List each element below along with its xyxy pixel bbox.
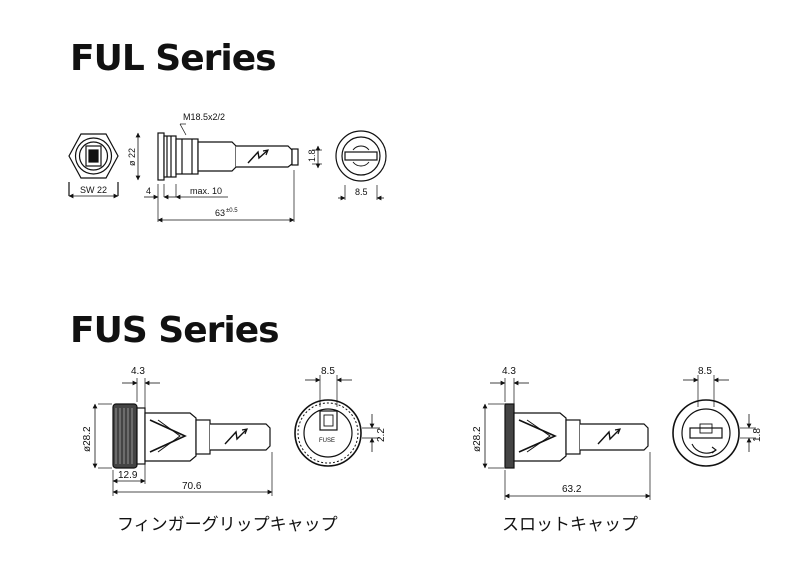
fus-finger-cap-width-dim: 8.5 [321, 366, 335, 377]
ful-thread-dim: M18.5x2/2 [183, 112, 225, 122]
ful-flat-dim: 1.8 [307, 149, 317, 162]
fus-slot-side-view [482, 378, 651, 500]
fus-series-title: FUS Series [70, 310, 280, 351]
ful-total-dim: 63 [215, 208, 225, 218]
ful-total-tol: ±0.5 [226, 208, 238, 214]
ful-side-view [135, 123, 322, 223]
fus-finger-total-dim: 70.6 [182, 481, 202, 492]
slot-cap-caption: スロットキャップ [502, 515, 638, 535]
ful-diameter-dim: ø 22 [127, 148, 137, 166]
fus-slot-front-view [672, 375, 756, 467]
fus-slot-slot-dim: 1.8 [752, 428, 763, 442]
ful-series-title: FUL Series [70, 38, 277, 79]
ful-flange-dim: 4 [146, 186, 151, 196]
fus-finger-front-view [294, 375, 380, 467]
fus-fuse-label: FUSE [319, 438, 335, 444]
ful-cap-width-dim: 8.5 [355, 187, 368, 197]
fus-slot-flange-dim: 4.3 [502, 366, 516, 377]
fus-finger-diameter-dim: ø28.2 [82, 426, 93, 452]
fus-finger-cap-depth-dim: 12.9 [118, 470, 138, 481]
ful-max-dim: max. 10 [190, 186, 222, 196]
fus-finger-slot-dim: 2.2 [376, 428, 387, 442]
ful-hex-front-view [68, 133, 119, 199]
fus-slot-diameter-dim: ø28.2 [472, 426, 483, 452]
fus-finger-flange-dim: 4.3 [131, 366, 145, 377]
fus-finger-side-view [92, 378, 273, 496]
finger-grip-cap-caption: フィンガーグリップキャップ [117, 515, 338, 535]
ful-cap-front-view [335, 130, 387, 201]
fus-slot-cap-width-dim: 8.5 [698, 366, 712, 377]
fus-slot-total-dim: 63.2 [562, 484, 582, 495]
ful-hex-dim: SW 22 [80, 185, 107, 195]
